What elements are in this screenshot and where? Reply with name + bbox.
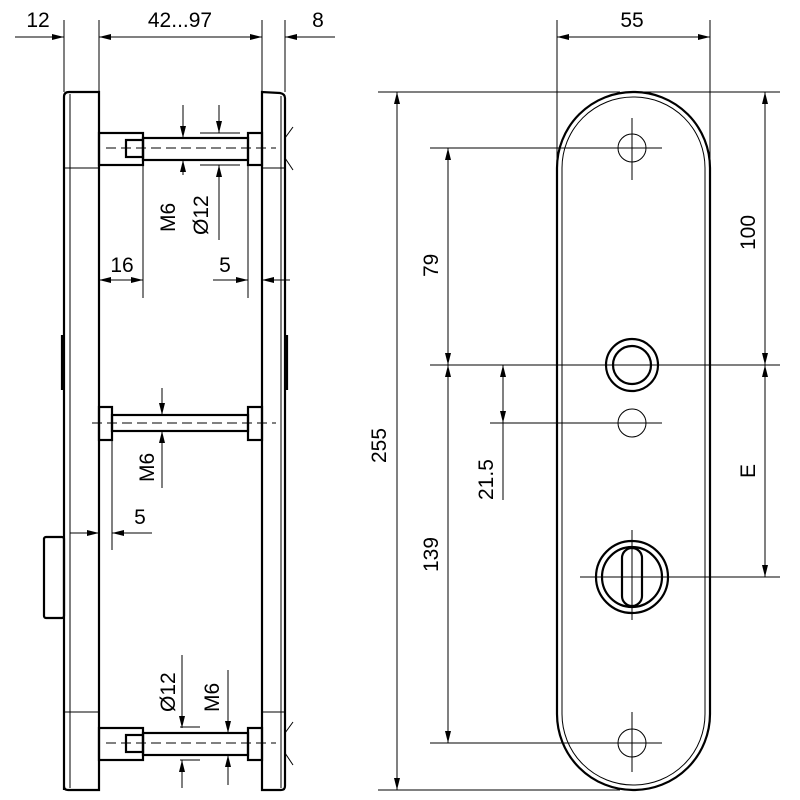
dim-upper-hole-to-knob: 79 bbox=[420, 148, 451, 365]
dim-bottom-diameter: Ø12 bbox=[157, 655, 185, 788]
dim-label: 55 bbox=[620, 9, 643, 32]
dim-label: 5 bbox=[219, 254, 231, 277]
dim-middle-thread: M6 bbox=[136, 388, 165, 488]
dim-label: 12 bbox=[26, 9, 49, 32]
dim-backset-e: E bbox=[737, 365, 768, 577]
dim-plate-right: 8 bbox=[285, 9, 335, 40]
screw-hole-top bbox=[617, 118, 647, 180]
dim-width: 55 bbox=[557, 9, 710, 40]
screw-hole-bottom bbox=[617, 712, 647, 772]
dim-label: 42...97 bbox=[148, 9, 212, 32]
outer-plate bbox=[42, 90, 101, 792]
dim-bolt-head: 16 bbox=[99, 165, 144, 298]
dim-knob-to-lower-hole: 139 bbox=[420, 365, 451, 743]
turn-lock bbox=[594, 530, 670, 620]
dim-label: 79 bbox=[420, 254, 443, 277]
dim-label: E bbox=[737, 464, 760, 478]
dim-label: 100 bbox=[737, 215, 760, 250]
dim-label: M6 bbox=[157, 203, 180, 232]
dim-label: 8 bbox=[312, 9, 324, 32]
dim-plate-left: 12 bbox=[15, 9, 64, 40]
dim-top-diameter: Ø12 bbox=[190, 105, 222, 240]
front-view: 55 255 79 139 21.5 100 E bbox=[368, 9, 780, 792]
dim-label: 5 bbox=[134, 506, 146, 529]
middle-bolt bbox=[92, 405, 276, 442]
dim-label: 21.5 bbox=[475, 459, 498, 500]
dim-label: Ø12 bbox=[190, 195, 213, 235]
dim-knob-to-small-hole: 21.5 bbox=[475, 365, 506, 500]
extension-lines bbox=[63, 20, 286, 92]
dim-label: M6 bbox=[201, 683, 224, 712]
dim-label: 139 bbox=[420, 537, 443, 572]
dim-label: 16 bbox=[110, 254, 133, 277]
dim-label: 255 bbox=[368, 428, 391, 463]
top-bolt bbox=[97, 131, 276, 167]
dim-middle-offset: 5 bbox=[70, 440, 152, 550]
dim-label: Ø12 bbox=[157, 672, 180, 712]
dim-label: M6 bbox=[136, 453, 159, 482]
dim-top-thread: M6 bbox=[157, 105, 186, 232]
dim-nut-offset: 5 bbox=[213, 165, 290, 298]
reference-lines bbox=[378, 20, 780, 791]
dim-top-to-knob: 100 bbox=[737, 92, 768, 365]
dim-bottom-thread: M6 bbox=[201, 670, 231, 785]
side-view: 12 42...97 8 bbox=[15, 9, 335, 792]
escutcheon-plate bbox=[555, 90, 712, 792]
dim-height: 255 bbox=[368, 92, 400, 790]
dim-door-thickness: 42...97 bbox=[99, 9, 262, 40]
bottom-bolt bbox=[97, 726, 276, 762]
inner-plate bbox=[260, 90, 294, 792]
